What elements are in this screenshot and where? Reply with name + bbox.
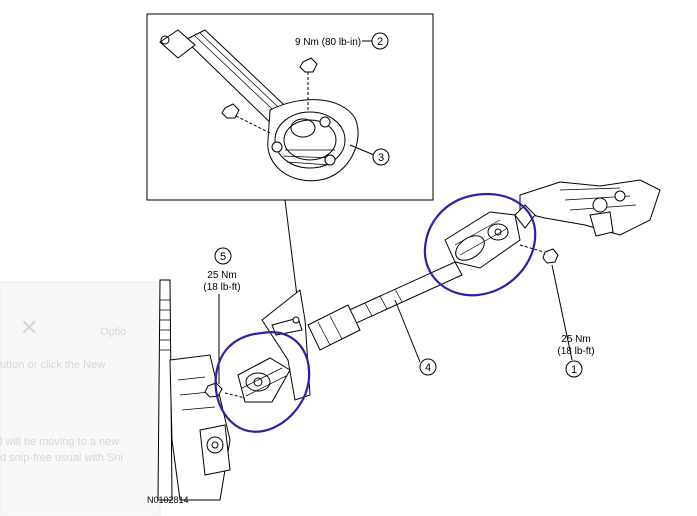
intermediate-shaft	[307, 261, 463, 351]
highlight-circle-lower-joint	[214, 331, 311, 433]
ghost-text-3: d snip-free usual with Sni	[0, 452, 123, 464]
callout-2-torque: 9 Nm (80 lb-in)	[295, 37, 361, 48]
callout-1-number: 1	[571, 364, 577, 376]
callout-4-number: 4	[425, 362, 431, 374]
callout-5-circle	[214, 247, 232, 265]
lower-universal-joint	[224, 357, 291, 403]
ghost-text-2: l will be moving to a new	[0, 436, 119, 448]
lower-bracket	[261, 289, 311, 401]
highlight-circle-upper-joint	[423, 192, 537, 297]
callout-2-circle	[371, 32, 389, 50]
figure-id: N0102814	[147, 495, 189, 505]
callout-4: 4	[394, 299, 437, 376]
background-ui-ghost: ✕ Optio utton or click the New l will be…	[0, 281, 161, 516]
ghost-close-icon: ✕	[20, 315, 38, 340]
callout-1-torque: 25 Nm	[561, 334, 590, 345]
callout-1: 25 Nm (18 lb-ft) 1	[557, 334, 595, 378]
callout-1-torque-imperial: (18 lb-ft)	[557, 346, 594, 357]
inset-shaft	[159, 29, 359, 182]
callout-5-number: 5	[220, 251, 226, 263]
detail-inset: 9 Nm (80 lb-in) 2 3	[146, 13, 434, 201]
inset-bolt-2	[299, 57, 318, 110]
callout-3-circle	[372, 148, 390, 166]
ghost-text-4: Optio	[100, 326, 126, 338]
callout-4-circle	[419, 358, 437, 376]
ghost-text-1: utton or click the New	[0, 359, 105, 371]
callout-5-torque-imperial: (18 lb-ft)	[203, 282, 240, 293]
callout-3-number: 3	[378, 152, 384, 164]
upper-universal-joint	[444, 204, 536, 269]
callout-5: 5 25 Nm (18 lb-ft)	[203, 247, 241, 293]
upper-column-assembly	[519, 179, 661, 237]
inset-nut-left	[221, 103, 273, 135]
callout-1-circle	[565, 360, 583, 378]
callout-2-number: 2	[377, 36, 383, 48]
bolt-1	[519, 244, 573, 361]
callout-5-torque: 25 Nm	[207, 270, 236, 281]
